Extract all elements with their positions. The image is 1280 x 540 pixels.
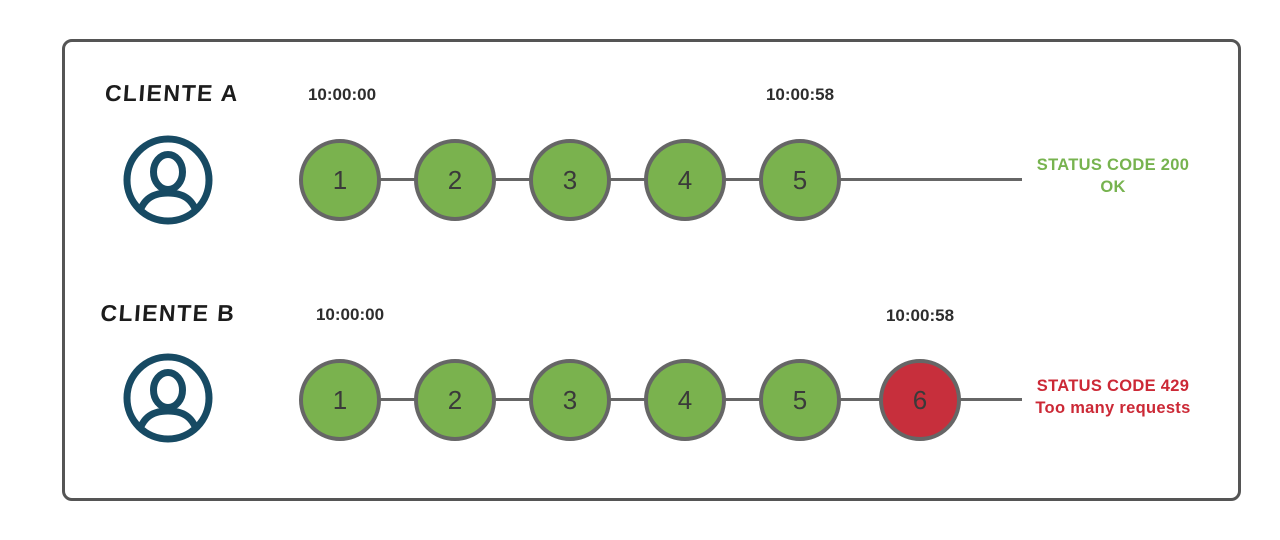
request-circle: 3	[529, 359, 611, 441]
client-b-label: CLIENTE B	[99, 300, 237, 326]
start-timestamp: 10:00:00	[315, 305, 385, 324]
request-circle: 2	[414, 359, 496, 441]
diagram-frame	[62, 39, 1241, 501]
request-circle-rejected: 6	[879, 359, 961, 441]
status-message-success: STATUS CODE 200 OK	[1028, 154, 1198, 198]
request-circle: 3	[529, 139, 611, 221]
request-circle: 1	[299, 139, 381, 221]
end-timestamp: 10:00:58	[885, 306, 955, 325]
request-circle: 5	[759, 139, 841, 221]
user-icon	[123, 135, 213, 225]
status-text-line: Too many requests	[1035, 399, 1191, 417]
request-circle: 4	[644, 359, 726, 441]
end-timestamp: 10:00:58	[765, 85, 835, 104]
status-text-line: OK	[1100, 178, 1126, 196]
request-circle: 4	[644, 139, 726, 221]
user-icon	[123, 353, 213, 443]
status-message-error: STATUS CODE 429 Too many requests	[1028, 375, 1198, 419]
client-a-label: CLIENTE A	[104, 80, 240, 106]
start-timestamp: 10:00:00	[307, 85, 377, 104]
request-circle: 1	[299, 359, 381, 441]
request-circle: 5	[759, 359, 841, 441]
status-code-line: STATUS CODE 200	[1036, 156, 1190, 174]
status-code-line: STATUS CODE 429	[1036, 377, 1190, 395]
request-circle: 2	[414, 139, 496, 221]
